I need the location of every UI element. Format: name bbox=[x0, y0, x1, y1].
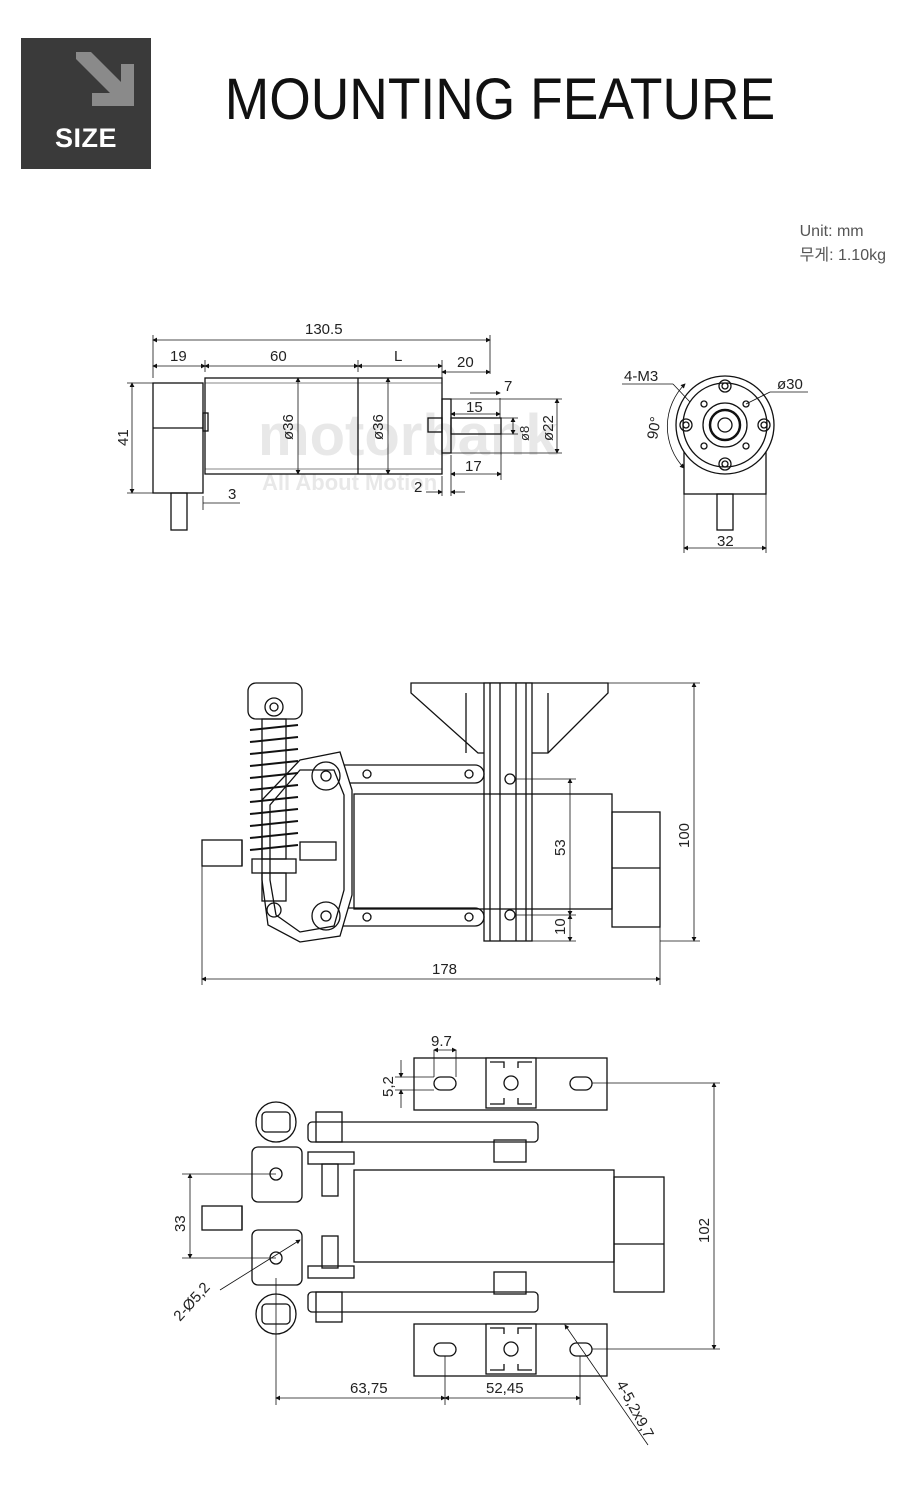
mount-gearbox bbox=[611, 811, 661, 928]
dim-overall-length: 130.5 bbox=[305, 321, 343, 338]
dim-dia36-b: ø36 bbox=[370, 414, 387, 440]
dim-dia8: ø8 bbox=[517, 426, 532, 441]
dim-gearbox-length: 19 bbox=[170, 348, 187, 365]
size-badge: SIZE bbox=[21, 38, 151, 169]
dim-dia22: ø22 bbox=[540, 415, 557, 441]
dim-17: 17 bbox=[465, 458, 482, 475]
dim-shaft-length: 20 bbox=[457, 354, 474, 371]
front-view-dims: 4-M3 ø30 90° 32 bbox=[624, 368, 803, 550]
dim-dia30: ø30 bbox=[777, 376, 803, 393]
top-wheel bbox=[255, 1101, 297, 1143]
dim-l: L bbox=[394, 348, 402, 365]
dim-dia36-a: ø36 bbox=[280, 414, 297, 440]
dim-15: 15 bbox=[466, 399, 483, 416]
dim-3: 3 bbox=[228, 486, 236, 503]
mount-side-view bbox=[201, 682, 700, 985]
dim-178: 178 bbox=[432, 961, 457, 978]
unit-text: Unit: mm bbox=[799, 223, 864, 240]
top-motor-body bbox=[353, 1169, 615, 1263]
motor-front-view bbox=[622, 375, 808, 553]
output-shaft bbox=[170, 492, 188, 531]
page-title: MOUNTING FEATURE bbox=[224, 67, 776, 132]
dim-41: 41 bbox=[115, 429, 132, 446]
unit-info: Unit: mm 무게: 1.10kg bbox=[800, 220, 886, 268]
front-flange bbox=[675, 375, 775, 475]
dim-10: 10 bbox=[552, 918, 569, 935]
gearbox-body bbox=[152, 382, 204, 494]
dim-9-7: 9.7 bbox=[431, 1033, 452, 1050]
dim-5-2: 5,2 bbox=[380, 1076, 397, 1097]
dim-32: 32 bbox=[717, 533, 734, 550]
dim-7: 7 bbox=[504, 378, 512, 395]
dim-4-m3: 4-M3 bbox=[624, 368, 658, 385]
dim-2-dia5-2: 2-Ø5,2 bbox=[170, 1279, 213, 1324]
size-label: SIZE bbox=[54, 123, 117, 153]
arrow-down-right-icon bbox=[76, 52, 134, 106]
dim-102: 102 bbox=[696, 1218, 713, 1243]
dim-33: 33 bbox=[172, 1215, 189, 1232]
mount-top-view bbox=[182, 1047, 720, 1446]
weight-text: 무게: 1.10kg bbox=[799, 247, 886, 264]
motor-side-view bbox=[127, 335, 562, 531]
side-view-dims: 130.5 19 60 L 20 7 15 41 ø36 ø36 ø8 ø22 … bbox=[115, 321, 557, 503]
dim-63-75: 63,75 bbox=[350, 1380, 388, 1397]
dim-53: 53 bbox=[552, 839, 569, 856]
watermark-logo: motorbank bbox=[258, 403, 558, 468]
dim-90deg: 90° bbox=[644, 415, 665, 440]
dim-4-slots: 4-5,2x9,7 bbox=[612, 1378, 656, 1441]
mount-side-dims: 53 10 100 178 bbox=[432, 823, 693, 978]
dim-100: 100 bbox=[676, 823, 693, 848]
dim-body-length: 60 bbox=[270, 348, 287, 365]
dim-2: 2 bbox=[414, 479, 422, 496]
rear-shaft bbox=[450, 417, 502, 435]
mount-shaft bbox=[201, 839, 243, 867]
dim-52-45: 52,45 bbox=[486, 1380, 524, 1397]
aluminum-profile bbox=[483, 682, 533, 942]
